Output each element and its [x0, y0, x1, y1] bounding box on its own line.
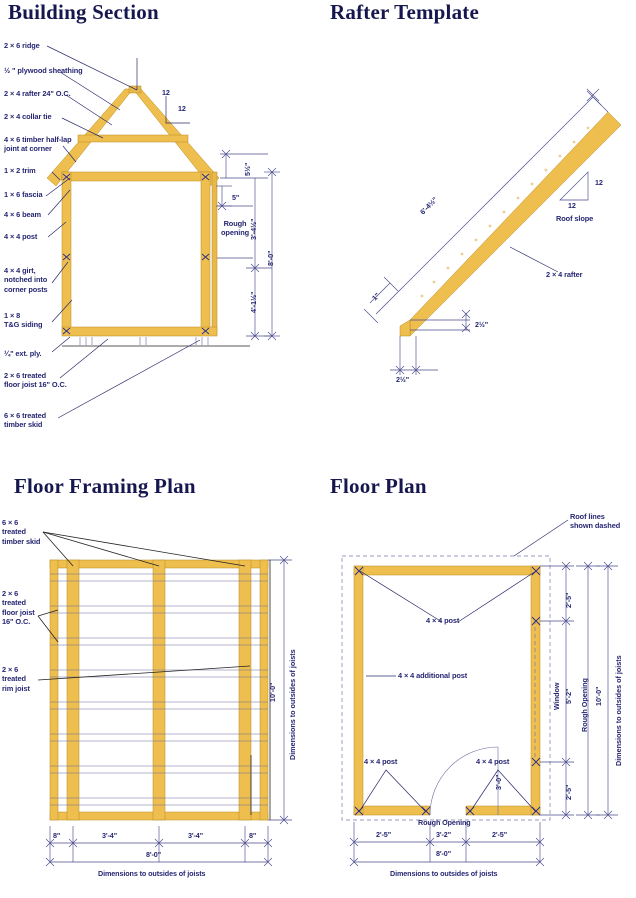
- label-ff-rim-joist: 2 × 6 treated rim joist: [2, 665, 30, 693]
- label-girt: 4 × 4 girt, notched into corner posts: [4, 266, 48, 294]
- dim-ff-overall: 8'-0": [146, 850, 162, 859]
- dim-fp-overall-width: 8'-0": [436, 849, 452, 858]
- label-fascia: 1 × 6 fascia: [4, 190, 43, 199]
- note-ff-right: Dimensions to outsides of joists: [288, 649, 297, 760]
- dim-ff-left-end: 8": [53, 831, 61, 840]
- slope-run-rafter: 12: [568, 201, 576, 210]
- dim-ff-depth: 10'-0": [268, 682, 277, 702]
- label-trim: 1 × 2 trim: [4, 166, 36, 175]
- dim-wall-height: 8'-0": [266, 250, 275, 266]
- dim-ff-bay-2: 3'-4": [188, 831, 204, 840]
- label-rafter: 2 × 4 rafter 24" O.C.: [4, 89, 71, 98]
- label-fp-post-top: 4 × 4 post: [426, 616, 460, 625]
- label-ext-ply: ¼" ext. ply.: [4, 349, 42, 358]
- dim-seat-b: 2½": [475, 320, 489, 329]
- dim-sill-height: 5": [232, 193, 240, 202]
- dim-ff-right-end: 8": [249, 831, 257, 840]
- label-timber-skid: 6 × 6 treated timber skid: [4, 411, 47, 430]
- label-rafter-2x4: 2 × 4 rafter: [546, 270, 583, 279]
- label-fp-rough-opening: Rough Opening: [418, 818, 471, 827]
- label-ff-timber-skid: 6 × 6 treated timber skid: [2, 518, 41, 546]
- label-rough-opening-section: Rough opening: [221, 219, 250, 238]
- label-beam: 4 × 6 beam: [4, 210, 42, 219]
- label-ridge: 2 × 6 ridge: [4, 41, 40, 50]
- panel-building-section: Building Section: [0, 0, 318, 460]
- dim-fp-left-jamb: 2'-5": [376, 830, 392, 839]
- floor-plan-title: Floor Plan: [330, 474, 427, 498]
- dim-fp-ro-width: 3'-2": [436, 830, 452, 839]
- dim-fp-top-segment: 2'-5": [564, 592, 573, 608]
- panel-floor-plan: Floor Plan: [318, 470, 636, 898]
- label-fp-window: Window: [552, 682, 561, 710]
- note-fp-bottom: Dimensions to outsides of joists: [390, 869, 498, 878]
- panel-floor-framing-plan: Floor Framing Plan: [0, 470, 318, 898]
- label-ff-floor-joist: 2 × 6 treated floor joist 16" O.C.: [2, 589, 35, 627]
- dim-fp-right-jamb: 2'-5": [492, 830, 508, 839]
- floor-plan-drawing: [341, 519, 618, 867]
- slope-run-building: 12: [178, 104, 186, 113]
- label-roof-slope: Roof slope: [556, 214, 594, 223]
- dim-fp-bottom-segment: 2'-5": [564, 784, 573, 800]
- slope-rise-rafter: 12: [595, 178, 603, 187]
- building-section-title: Building Section: [8, 0, 159, 24]
- label-post: 4 × 4 post: [4, 232, 38, 241]
- note-ff-bottom: Dimensions to outsides of joists: [98, 869, 206, 878]
- label-roof-lines: Roof lines shown dashed: [570, 512, 621, 531]
- dim-opening-height: 3'-4½": [249, 218, 258, 241]
- dim-below-opening: 4'-1½": [249, 291, 258, 314]
- label-tg-siding: 1 × 8 T&G siding: [4, 311, 43, 330]
- dim-ff-bay-1: 3'-4": [102, 831, 118, 840]
- dim-fp-window-segment: 5'-2": [564, 688, 573, 704]
- label-plywood-sheathing: ½ " plywood sheathing: [4, 66, 83, 75]
- label-fp-additional-post: 4 × 4 additional post: [398, 671, 468, 680]
- label-fp-window-ro: Rough Opening: [580, 678, 589, 732]
- dim-seat-c: 2½": [396, 375, 410, 384]
- label-fp-post-right: 4 × 4 post: [476, 757, 510, 766]
- panel-rafter-template: Rafter Template: [318, 0, 636, 460]
- label-floor-joist: 2 × 6 treated floor joist 16" O.C.: [4, 371, 67, 390]
- dim-fp-door-width: 3'-0": [494, 774, 503, 790]
- label-half-lap-joint: 4 × 6 timber half-lap joint at corner: [4, 135, 72, 154]
- note-fp-right: Dimensions to outsides of joists: [614, 655, 623, 766]
- label-fp-post-left: 4 × 4 post: [364, 757, 398, 766]
- label-collar-tie: 2 × 4 collar tie: [4, 112, 52, 121]
- building-section-drawing: [45, 45, 280, 419]
- rafter-template-drawing: [363, 88, 622, 375]
- floor-framing-drawing: [37, 531, 292, 867]
- dim-fp-depth: 10'-0": [594, 686, 603, 706]
- rafter-template-title: Rafter Template: [330, 0, 480, 24]
- dim-head-height: 5½": [243, 162, 252, 176]
- slope-rise-building: 12: [162, 88, 170, 97]
- floor-framing-plan-title: Floor Framing Plan: [14, 474, 196, 498]
